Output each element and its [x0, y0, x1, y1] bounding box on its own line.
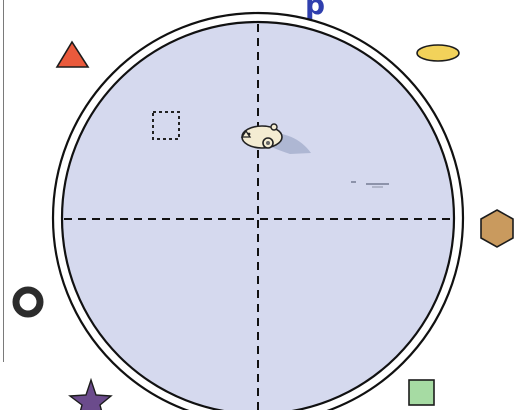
triangle-cue-icon — [57, 42, 88, 67]
ring-cue-icon — [16, 290, 40, 314]
square-cue-icon — [409, 380, 434, 405]
ellipse-cue-icon — [417, 45, 459, 61]
star-cue-icon — [70, 380, 111, 410]
hexagon-cue-icon — [481, 210, 513, 247]
